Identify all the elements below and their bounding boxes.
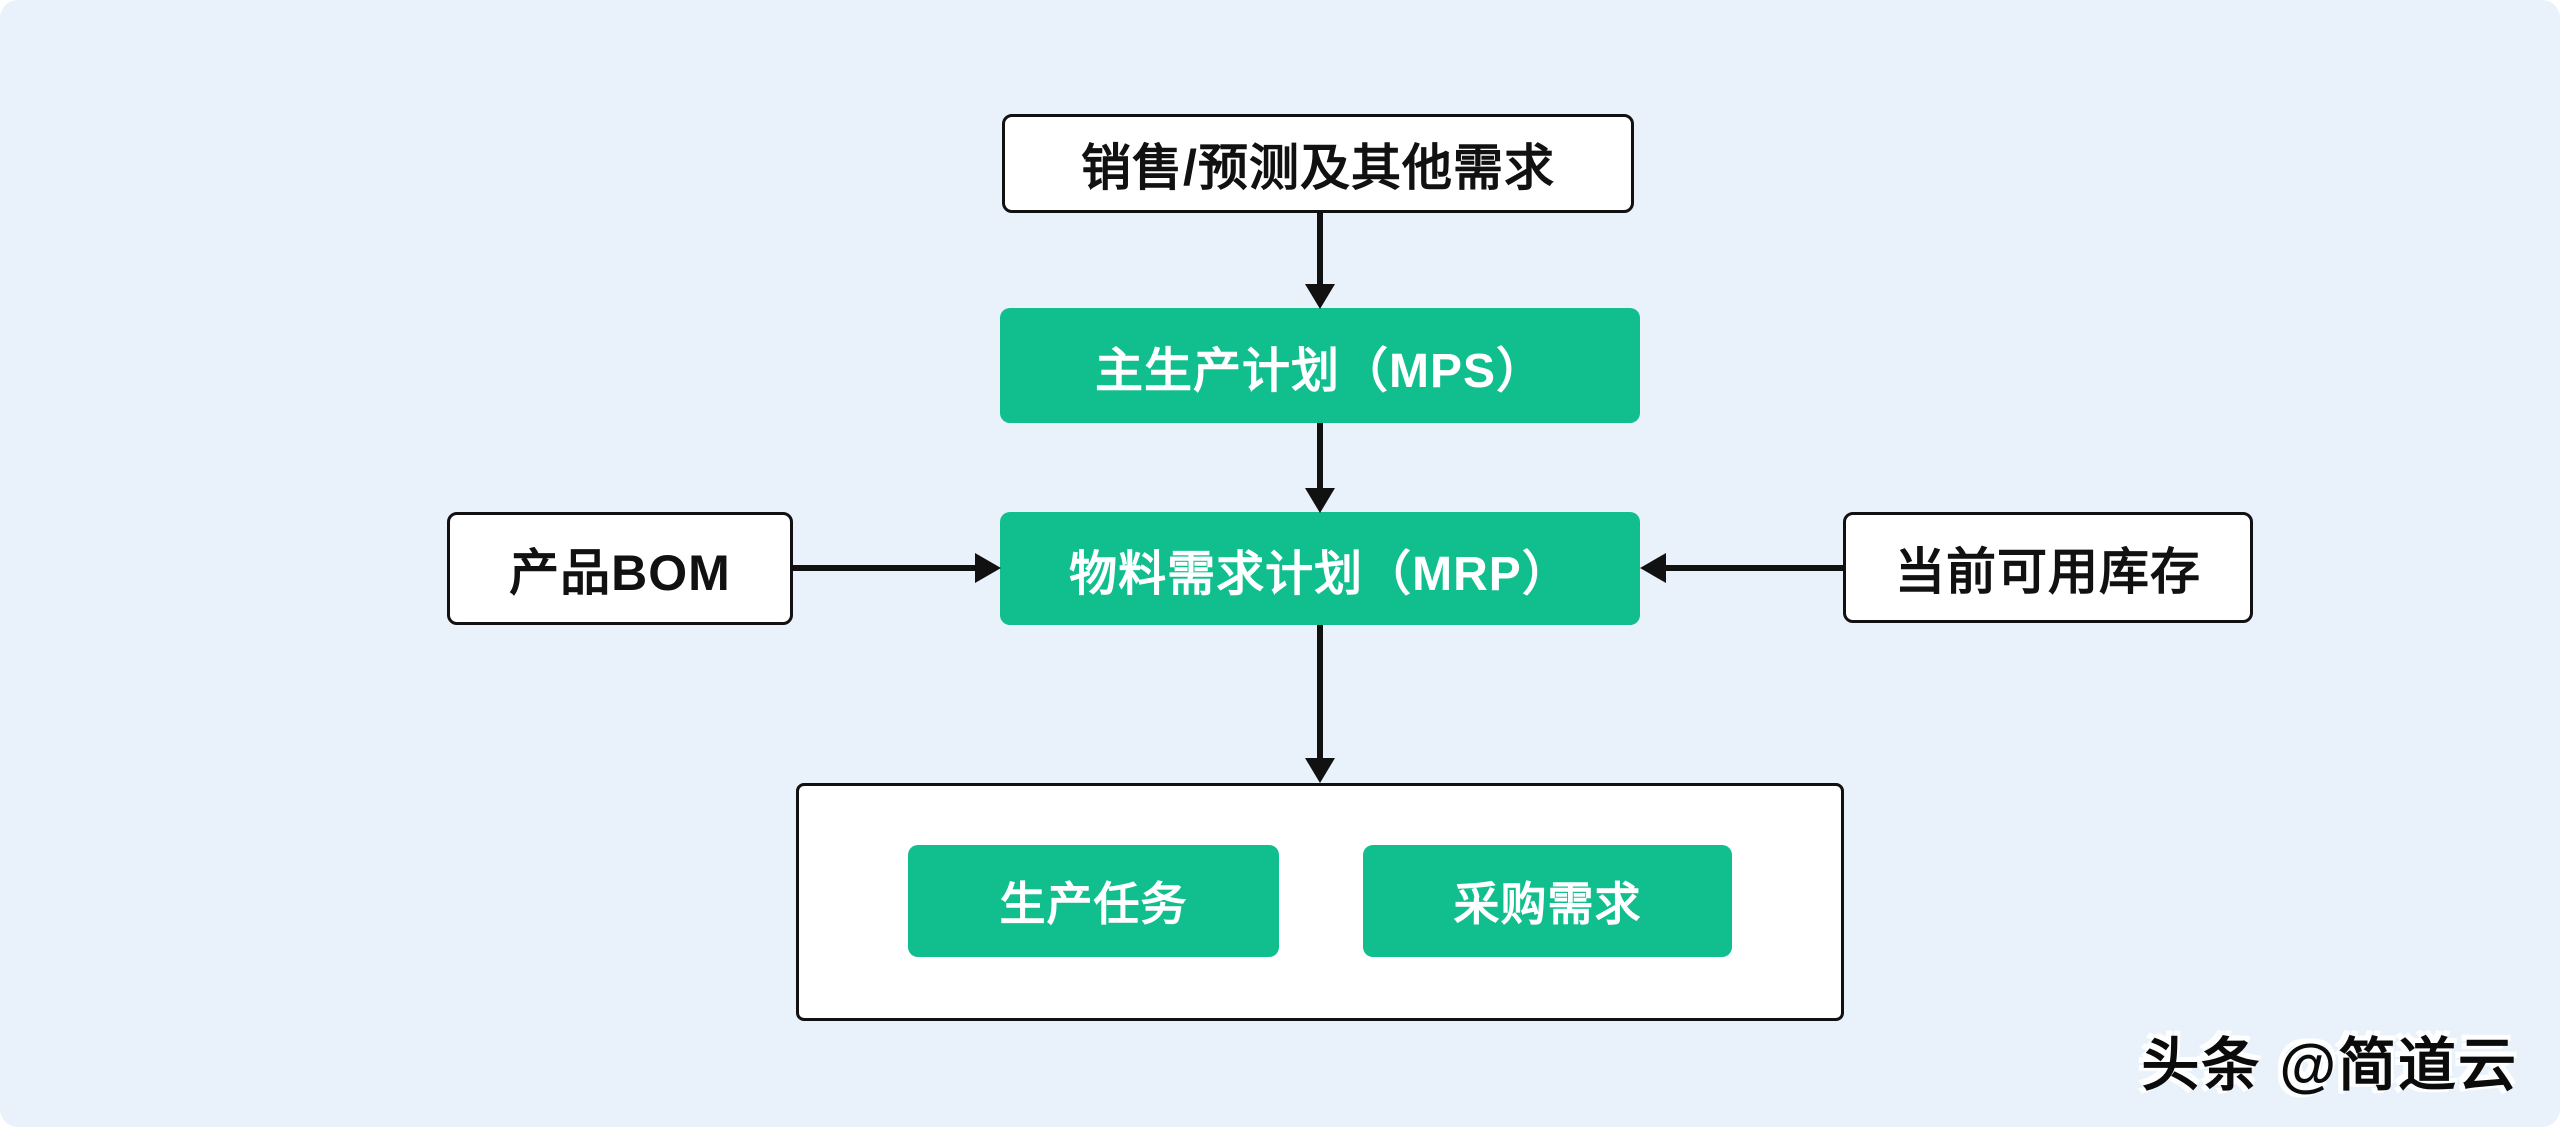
node-label: 主生产计划（MPS） bbox=[1094, 344, 1546, 398]
node-label: 物料需求计划（MRP） bbox=[1069, 547, 1571, 601]
node-label: 当前可用库存 bbox=[1895, 543, 2201, 600]
node-sales-forecast-demand: 销售/预测及其他需求 bbox=[1002, 114, 1634, 213]
arrow-right-icon bbox=[975, 553, 1001, 583]
node-available-stock: 当前可用库存 bbox=[1843, 512, 2253, 623]
arrow-bom-to-mrp-line bbox=[793, 565, 976, 571]
arrow-sales-to-mps-line bbox=[1317, 213, 1323, 285]
node-label: 采购需求 bbox=[1453, 878, 1642, 930]
arrow-mps-to-mrp-line bbox=[1317, 423, 1323, 489]
node-label: 销售/预测及其他需求 bbox=[1081, 139, 1555, 196]
arrow-down-icon bbox=[1305, 284, 1335, 309]
arrow-stock-to-mrp-line bbox=[1664, 565, 1843, 571]
node-mps: 主生产计划（MPS） bbox=[1000, 308, 1640, 423]
arrow-mrp-to-outputs-line bbox=[1317, 625, 1323, 759]
node-label: 产品BOM bbox=[509, 544, 731, 601]
node-label: 生产任务 bbox=[999, 878, 1188, 930]
arrow-down-icon bbox=[1305, 758, 1335, 783]
node-product-bom: 产品BOM bbox=[447, 512, 793, 625]
toutiao-watermark: 头条 @简道云 bbox=[2141, 1033, 2518, 1098]
arrow-down-icon bbox=[1305, 488, 1335, 513]
arrow-left-icon bbox=[1640, 553, 1666, 583]
node-mrp: 物料需求计划（MRP） bbox=[1000, 512, 1640, 625]
node-purchase-demand: 采购需求 bbox=[1363, 845, 1732, 957]
node-production-task: 生产任务 bbox=[908, 845, 1279, 957]
